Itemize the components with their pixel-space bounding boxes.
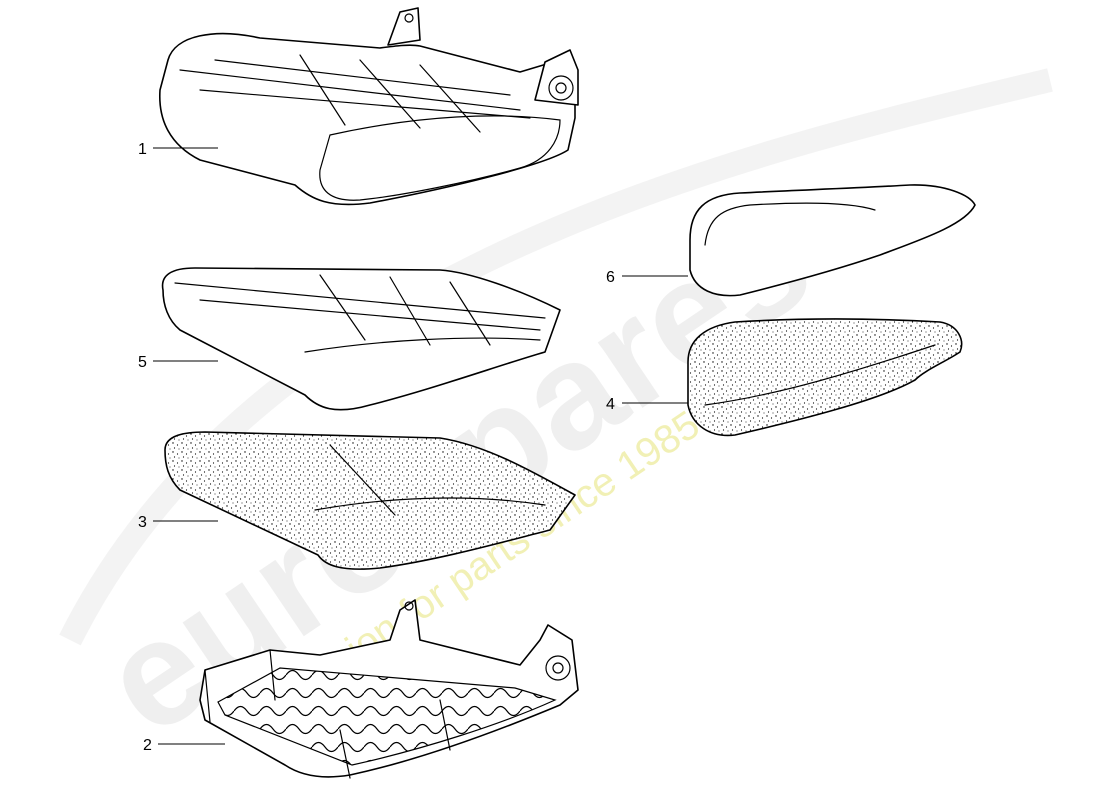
callout-5: 5 [138, 354, 147, 371]
callout-1: 1 [138, 141, 147, 158]
part-1-seat-cover-assembly [159, 7, 579, 206]
watermark-swoosh [59, 68, 1053, 646]
callout-3: 3 [138, 514, 147, 531]
callout-6: 6 [606, 269, 615, 286]
callout-leaders [153, 147, 688, 745]
part-4-side-bolster-foam [687, 318, 963, 437]
part-6-side-bolster-cover [689, 184, 976, 297]
part-3-seat-foam-cushion [164, 431, 576, 570]
part-5-seat-cushion-cover [161, 267, 561, 411]
callout-4: 4 [606, 396, 615, 413]
callout-2: 2 [143, 737, 152, 754]
callout-numbers: 1 5 3 2 6 4 [138, 141, 615, 754]
part-2-seat-frame [199, 599, 579, 779]
